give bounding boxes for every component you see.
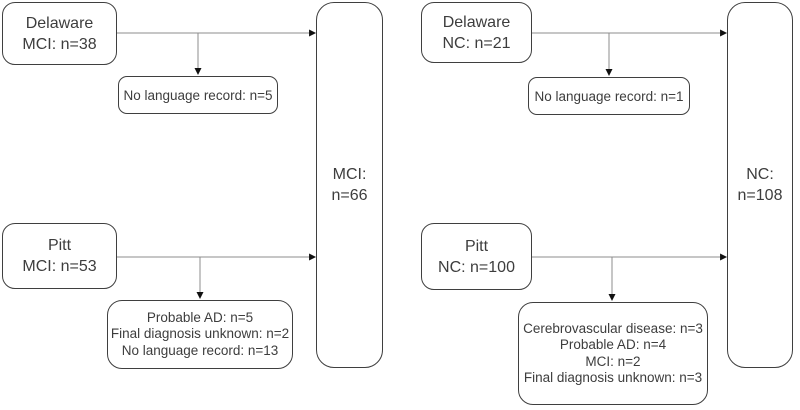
count-label: MCI: n=53 xyxy=(22,258,97,275)
mci-total-box: MCI: n=66 xyxy=(316,2,383,368)
pitt-mci-source-box: Pitt MCI: n=53 xyxy=(2,223,117,289)
site-label: Pitt xyxy=(47,237,72,254)
exclusion-line: No language record: n=13 xyxy=(121,342,279,358)
exclusion-line: Probable AD: n=5 xyxy=(146,310,254,326)
mci-excluded-top-box: No language record: n=5 xyxy=(118,76,278,114)
exclusion-line: No language record: n=5 xyxy=(123,87,273,103)
nc-excluded-top-box: No language record: n=1 xyxy=(528,77,690,115)
site-label: Pitt xyxy=(464,237,489,255)
delaware-mci-source-box: Delaware MCI: n=38 xyxy=(2,2,117,65)
mci-excluded-bottom-box: Probable AD: n=5 Final diagnosis unknown… xyxy=(107,300,293,369)
count-label: NC: n=100 xyxy=(438,258,515,276)
total-count: n=108 xyxy=(737,187,783,204)
exclusion-line: Probable AD: n=4 xyxy=(559,337,667,353)
site-label: Delaware xyxy=(25,14,94,32)
total-count: n=66 xyxy=(331,187,368,204)
exclusion-line: Final diagnosis unknown: n=2 xyxy=(110,326,290,342)
exclusion-line: Final diagnosis unknown: n=3 xyxy=(523,369,703,385)
exclusion-line: MCI: n=2 xyxy=(585,353,641,369)
total-label: MCI: xyxy=(332,166,367,183)
nc-total-box: NC: n=108 xyxy=(727,2,793,368)
nc-excluded-bottom-box: Cerebrovascular disease: n=3 Probable AD… xyxy=(518,302,708,405)
pitt-nc-source-box: Pitt NC: n=100 xyxy=(421,223,532,290)
total-label: NC: xyxy=(746,166,774,183)
delaware-nc-source-box: Delaware NC: n=21 xyxy=(421,2,532,63)
count-label: MCI: n=38 xyxy=(22,35,97,53)
exclusion-line: No language record: n=1 xyxy=(534,88,684,104)
exclusion-line: Cerebrovascular disease: n=3 xyxy=(523,321,703,337)
count-label: NC: n=21 xyxy=(442,34,511,52)
site-label: Delaware xyxy=(442,13,511,31)
